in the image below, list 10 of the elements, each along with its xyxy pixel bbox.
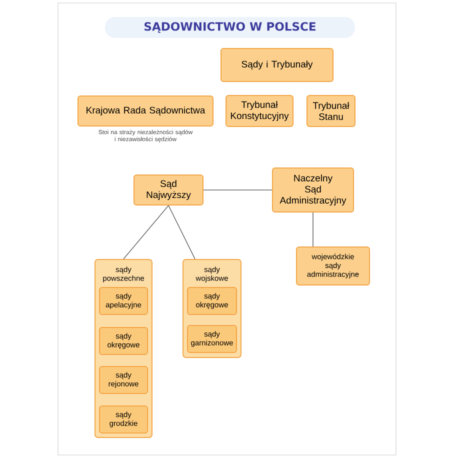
org-box: Naczelny Sąd Administracyjny [272,168,354,212]
org-box: Trybunał Stanu [306,95,356,127]
org-box: Sądy i Trybunały [220,48,334,82]
connector-line [312,212,314,247]
org-box: Trybunał Konstytucyjny [226,95,294,127]
org-box: Krajowa Rada Sądownictwa [78,96,214,126]
connector-line [168,205,196,260]
connector-line [123,205,169,260]
org-box: Sąd Najwyższy [134,174,204,206]
title: SĄDOWNICTWO W POLSCE [105,17,355,38]
